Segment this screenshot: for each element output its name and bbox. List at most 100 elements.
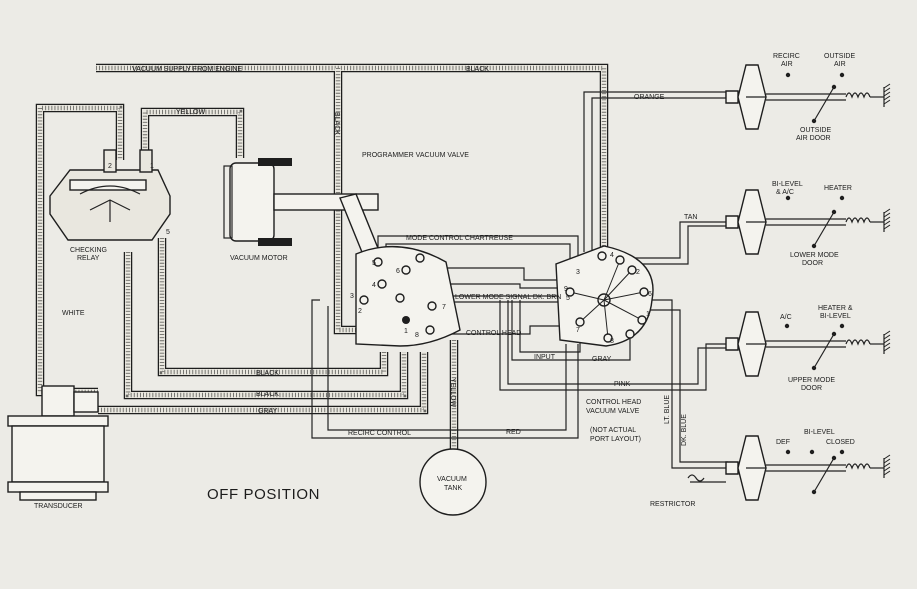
label-checking-2: RELAY (77, 255, 100, 262)
label-restrictor: RESTRICTOR (650, 501, 695, 508)
hose-black-1-speckle (159, 238, 387, 375)
checking-relay (49, 149, 171, 241)
label-ac: A/C (780, 314, 792, 321)
ground-hatch (883, 87, 891, 93)
label-vacuum-supply: VACUUM SUPPLY FROM ENGINE (132, 66, 242, 73)
label-heater-bilevel-1: HEATER & (818, 305, 853, 312)
door-stop (831, 209, 837, 215)
ch-port-8: 8 (610, 338, 614, 345)
ground-hatch (883, 338, 891, 344)
actuator-outside-air (725, 64, 891, 130)
label-heater: HEATER (824, 185, 852, 192)
ground-hatch (883, 454, 891, 460)
hose-yellow-inner (142, 109, 243, 160)
line-dk-blue (648, 309, 728, 463)
prog-port-8: 8 (415, 332, 419, 339)
ground-hatch (883, 99, 891, 105)
label-recirc-air-2: AIR (781, 61, 793, 68)
ground-hatch (883, 346, 891, 352)
actuator-port (725, 461, 739, 475)
door-position-dot (839, 195, 845, 201)
ground-hatch (883, 95, 891, 101)
actuator-port (725, 337, 739, 351)
label-black-top: BLACK (466, 66, 489, 73)
programmer-valve (355, 245, 461, 347)
label-outside-air-2: AIR (834, 61, 846, 68)
actuator-lower-mode (725, 189, 891, 255)
prog-port-2: 2 (358, 308, 362, 315)
vacuum-tank (419, 448, 487, 516)
line-lt-blue (640, 299, 728, 469)
actuator-defrost (725, 435, 891, 501)
label-bilevel: BI-LEVEL (804, 429, 835, 436)
ground-hatch (883, 212, 891, 218)
label-outside-door-1: OUTSIDE (800, 127, 831, 134)
door-flap (813, 211, 835, 247)
actuator-port (725, 90, 739, 104)
ground-hatch (883, 220, 891, 226)
door-position-dot (839, 449, 845, 455)
prog-port-6: 6 (396, 268, 400, 275)
label-red: RED (506, 429, 521, 436)
door-stop (831, 84, 837, 90)
label-chvv-2: VACUUM VALVE (586, 408, 640, 415)
ground-hatch (883, 208, 891, 214)
label-vacuum-motor: VACUUM MOTOR (230, 255, 288, 262)
prog-port-4: 4 (372, 282, 376, 289)
label-tank-2: TANK (444, 485, 462, 492)
control-head-valve (555, 245, 654, 347)
label-input: INPUT (534, 354, 556, 361)
hose-black-vertical-speckle (335, 68, 360, 333)
prog-port-1: 1 (404, 328, 408, 335)
ground-hatch (883, 216, 891, 222)
label-programmer: PROGRAMMER VACUUM VALVE (362, 152, 469, 159)
restrictor-icon (687, 474, 705, 482)
ch-port-6: 6 (648, 291, 652, 298)
hose-gray (98, 352, 429, 415)
ch-port-3: 3 (576, 269, 580, 276)
ground-hatch (883, 466, 891, 472)
hose-vacuum-supply-speckle (96, 65, 607, 256)
label-lower-door-1: LOWER MODE (790, 252, 839, 259)
label-control-head: CONTROL HEAD (466, 330, 521, 337)
ch-port-9: 9 (564, 286, 568, 293)
door-position-dot (839, 323, 845, 329)
door-pivot (811, 365, 817, 371)
door-flap (813, 333, 835, 369)
line-tan (622, 221, 726, 259)
ground-hatch (883, 91, 891, 97)
label-recirc-control: RECIRC CONTROL (348, 430, 411, 437)
spring (845, 92, 871, 99)
spring (845, 463, 871, 470)
prog-port-5: 5 (372, 260, 376, 267)
line-pink (507, 300, 740, 385)
hose-yellow (140, 107, 245, 160)
hose-gray-speckle (98, 352, 427, 413)
label-mode-control: MODE CONTROL CHARTREUSE (406, 235, 513, 242)
actuators (687, 64, 891, 501)
door-pivot (811, 243, 817, 249)
label-outside-air-1: OUTSIDE (824, 53, 855, 60)
transducer (7, 385, 109, 501)
label-white: WHITE (62, 310, 85, 317)
line-mode-control (377, 235, 579, 258)
ground-hatch (883, 334, 891, 340)
relay-port-1: 1 (150, 163, 154, 170)
door-position-dot (839, 72, 845, 78)
ground-hatch (883, 458, 891, 464)
door-position-dot (785, 195, 791, 201)
ch-port-4: 4 (610, 252, 614, 259)
ground-hatch (883, 83, 891, 89)
vacuum-hoses (35, 63, 609, 458)
ground-hatch (883, 224, 891, 230)
ch-port-7: 7 (576, 327, 580, 334)
prog-port-3: 3 (350, 293, 354, 300)
spring (845, 339, 871, 346)
label-orange: ORANGE (634, 94, 665, 101)
hose-yellow-speckle (142, 109, 243, 160)
hose-vacuum-supply (96, 63, 609, 256)
label-upper-door-1: UPPER MODE (788, 377, 835, 384)
label-black-1: BLACK (256, 370, 279, 377)
spring (845, 217, 871, 224)
prog-port-7: 7 (442, 304, 446, 311)
